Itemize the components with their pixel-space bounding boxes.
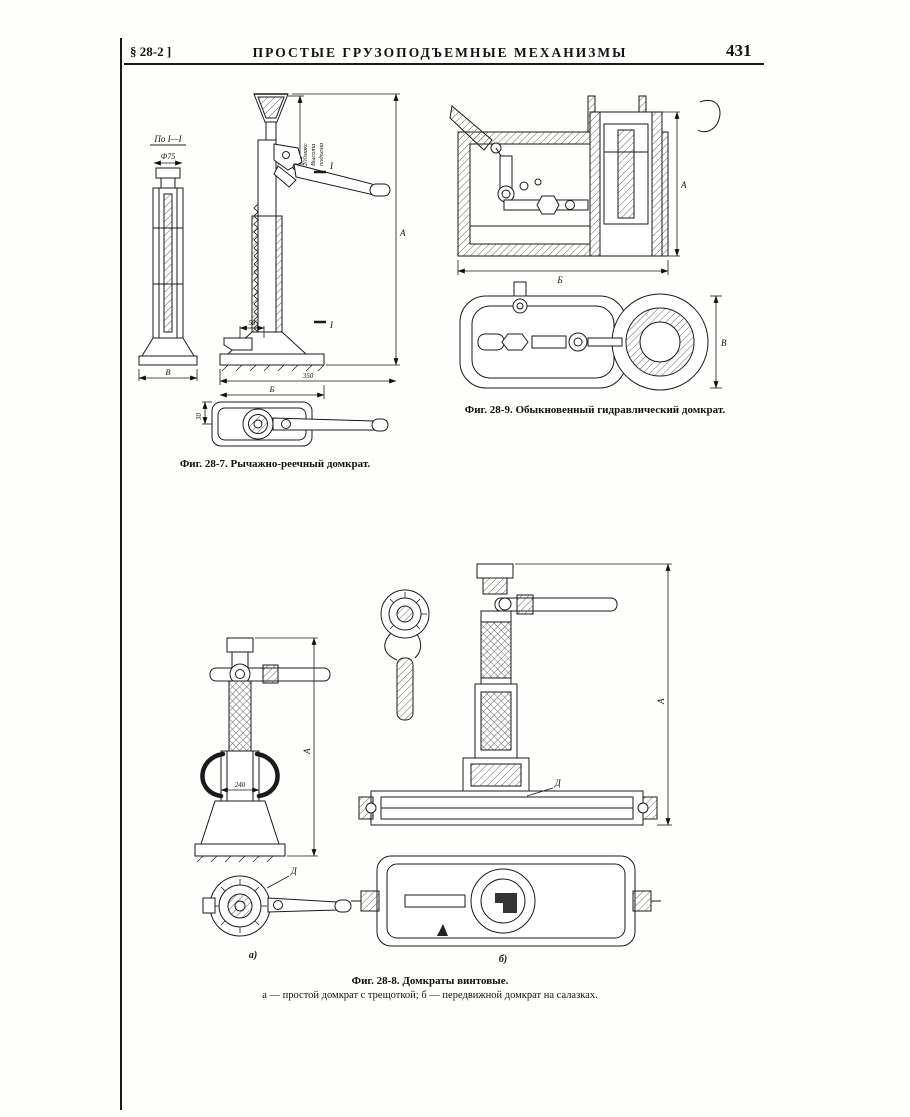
label-lift-1: 200макс	[302, 143, 309, 166]
page-number: 431	[726, 41, 752, 60]
fig287-plan-view: 30	[195, 401, 389, 447]
label-dim-350: 350	[302, 372, 314, 380]
fig-28-8-caption: Фиг. 28-8. Домкраты винтовые.	[351, 975, 509, 987]
fig-28-8-subcaption: а — простой домкрат с трещоткой; б — пер…	[262, 990, 598, 1001]
label-lift-3: подъема	[318, 143, 325, 166]
fig287-side-view: По I—I Ф75 В	[138, 134, 198, 381]
fig-28-9-caption: Фиг. 28-9. Обыкновенный гидравлический д…	[464, 404, 726, 416]
page-title: ПРОСТЫЕ ГРУЗОПОДЪЕМНЫЕ МЕХАНИЗМЫ	[252, 45, 628, 60]
figure-28-8-drawing: 240 А Д	[194, 563, 672, 965]
label-view-b: б)	[499, 954, 507, 965]
label-dim-240: 240	[235, 781, 246, 789]
label-dim-d-left: Д	[290, 866, 298, 876]
label-dim-a-left: А	[302, 748, 312, 755]
fig288-jack-b: Д А б)	[351, 563, 672, 965]
label-section-i-bottom: I	[329, 320, 334, 330]
figure-28-7-drawing: По I—I Ф75 В	[138, 93, 406, 447]
label-diameter: Ф75	[161, 152, 175, 161]
label-section-i-top: I	[329, 161, 334, 171]
label-dim-58: 58	[249, 319, 257, 327]
label-dim-a: А	[399, 228, 406, 238]
label-dim-a-right: А	[656, 698, 666, 705]
header-rule	[124, 63, 764, 65]
label-dim-30: 30	[195, 413, 203, 422]
label-dim-v: В	[165, 367, 170, 377]
label-dim-b: Б	[268, 384, 274, 394]
label-lift-2: Высота	[310, 144, 317, 166]
label-dim-b: Б	[556, 275, 563, 285]
fig-28-7-caption: Фиг. 28-7. Рычажно-реечный домкрат.	[179, 458, 371, 470]
label-section-view: По I—I	[153, 134, 182, 144]
left-margin-rule	[120, 38, 122, 1110]
section-number: § 28-2 ]	[130, 44, 172, 59]
label-view-a: а)	[249, 950, 257, 961]
figure-28-9-drawing: А Б	[449, 95, 727, 391]
label-dim-a: А	[680, 180, 687, 190]
fig287-front-view: 200макс Высота подъема	[219, 93, 406, 399]
label-dim-v: В	[721, 338, 727, 348]
label-dim-d-right: Д	[554, 778, 562, 788]
fig289-section-view: А Б	[449, 95, 721, 285]
fig288-jack-a: 240 А Д	[194, 637, 352, 961]
fig289-plan-view: В	[459, 281, 727, 391]
